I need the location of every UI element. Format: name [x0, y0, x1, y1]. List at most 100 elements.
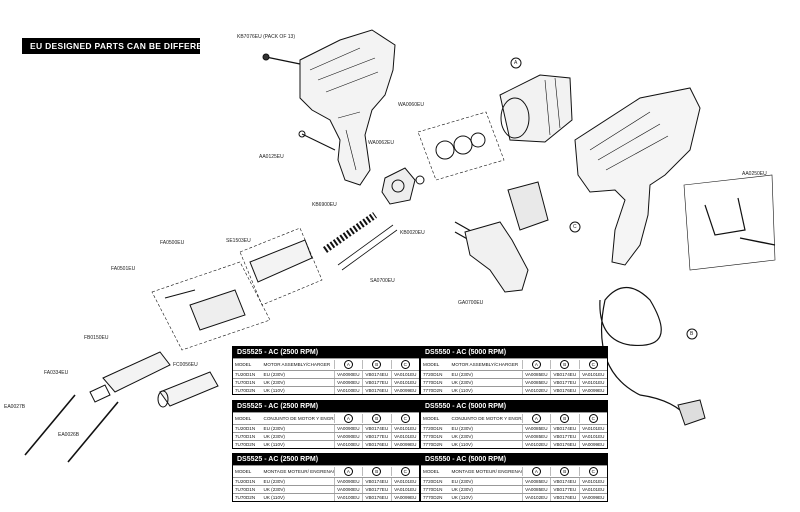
- table-header-cell: CONJUNTO DE MOTOR Y ENGRANAJE/CARGADOR: [451, 416, 522, 421]
- table-cell: 7U70D2N: [235, 442, 256, 447]
- table-cell: VA0099EU: [390, 494, 419, 501]
- table-header-cell: B: [550, 414, 578, 423]
- table-header-cell: MODEL: [235, 416, 252, 421]
- table-cell: VA0101EU: [578, 486, 607, 493]
- circled-letter: B: [372, 467, 382, 476]
- table-cell: 7U20D1N: [235, 479, 256, 484]
- table-cell: UK (110V): [451, 388, 473, 393]
- table-cell: VA0100EU: [333, 441, 362, 448]
- table-cell: UK (110V): [263, 495, 285, 500]
- table-cell: EU (230V): [263, 426, 285, 431]
- table-cell: VA0101EU: [390, 379, 419, 386]
- table-cell: 7U20D1N: [235, 372, 256, 377]
- marker-b: B: [690, 331, 694, 337]
- table-header-cell: A: [521, 360, 550, 369]
- table-cell: VA0099EU: [578, 441, 607, 448]
- table-cell: VA0085EU: [521, 433, 550, 440]
- table-header-cell: C: [390, 414, 419, 423]
- table-cell: VA0090EU: [333, 425, 362, 432]
- marker-c: C: [573, 224, 577, 230]
- table-cell: UK (230V): [263, 487, 285, 492]
- table-cell: VA0085EU: [521, 425, 550, 432]
- table-cell: VB0176EU: [550, 494, 578, 501]
- table-header-cell: MONTAGE MOTEUR/ ENGRENAGES/CHARGEUR: [263, 469, 334, 474]
- callout-wa0060eu: WA0060EU: [398, 102, 424, 108]
- table-cell: VB0174EU: [550, 371, 578, 378]
- callout-kb0020eu: KB0020EU: [400, 230, 425, 236]
- parts-table: DS5550 - AC (5000 RPM) MODEL CONJUNTO DE M…: [420, 400, 608, 449]
- table-cell: VA0090EU: [333, 478, 362, 485]
- callout-ea0027b: EA0027B: [4, 404, 26, 410]
- table-cell: VA0090EU: [333, 486, 362, 493]
- table-cell: VA0099EU: [390, 387, 419, 394]
- table-title: DS5550 - AC (5000 RPM): [421, 401, 607, 412]
- circled-letter: A: [531, 414, 541, 423]
- housing-half-ga0700eu: [464, 221, 529, 293]
- table-header-cell: C: [578, 467, 607, 476]
- circled-letter: A: [343, 414, 353, 423]
- marker-a: A: [514, 60, 518, 66]
- sleeve-box-se1503eu: [239, 227, 323, 306]
- callout-kb7076eu: KB7076EU (PACK OF 13): [237, 34, 295, 40]
- callout-fc0056eu: FC0056EU: [173, 362, 198, 368]
- housing-half-left: [299, 29, 396, 186]
- callout-se1503eu: SE1503EU: [226, 238, 251, 244]
- rod-sa0700eu: [337, 224, 398, 271]
- belt-clip-box: [683, 174, 776, 271]
- table-cell: EU (230V): [451, 426, 473, 431]
- table-cell: VB0177EU: [550, 433, 578, 440]
- circled-letter: A: [343, 360, 353, 369]
- switch-assembly: [507, 181, 549, 231]
- table-cell: VB0174EU: [550, 478, 578, 485]
- table-cell: UK (110V): [263, 388, 285, 393]
- circled-letter: A: [343, 467, 353, 476]
- table-cell: 7U70D2N: [235, 388, 256, 393]
- table-cell: UK (110V): [451, 495, 473, 500]
- bits: [24, 394, 119, 463]
- table-cell: VB0174EU: [550, 425, 578, 432]
- table-cell: 7720D1N: [423, 479, 443, 484]
- table-cell: VA0101EU: [390, 433, 419, 440]
- circled-letter: C: [400, 467, 410, 476]
- circled-letter: B: [372, 414, 382, 423]
- table-cell: VB0177EU: [362, 379, 390, 386]
- table-cell: VA0090EU: [333, 371, 362, 378]
- table-header-cell: C: [390, 467, 419, 476]
- callout-fa0334eu: FA0334EU: [44, 370, 69, 376]
- table-cell: UK (110V): [263, 442, 285, 447]
- table-cell: VA0090EU: [333, 433, 362, 440]
- table-title: DS5550 - AC (5000 RPM): [421, 347, 607, 358]
- table-cell: VA0101EU: [390, 371, 419, 378]
- table-cell: EU (230V): [451, 372, 473, 377]
- table-cell: VA0101EU: [578, 371, 607, 378]
- circled-letter: B: [560, 467, 570, 476]
- table-header-cell: A: [333, 360, 362, 369]
- table-cell: VA0090EU: [333, 379, 362, 386]
- circled-letter: B: [372, 360, 382, 369]
- callout-wa0062eu: WA0062EU: [368, 140, 394, 146]
- spring-kb6900eu: [322, 212, 378, 253]
- table-cell: VA0101EU: [578, 379, 607, 386]
- table-cell: 7U70D2N: [235, 495, 256, 500]
- table-cell: 7770D1N: [423, 487, 443, 492]
- circled-letter: C: [400, 360, 410, 369]
- circled-letter: A: [531, 360, 541, 369]
- table-cell: UK (230V): [263, 434, 285, 439]
- table-cell: VA0099EU: [578, 494, 607, 501]
- circled-letter: C: [588, 467, 598, 476]
- table-header-cell: A: [521, 414, 550, 423]
- table-cell: VA0101EU: [390, 425, 419, 432]
- table-cell: VA0102EU: [521, 387, 550, 394]
- table-header-cell: MODEL: [423, 416, 440, 421]
